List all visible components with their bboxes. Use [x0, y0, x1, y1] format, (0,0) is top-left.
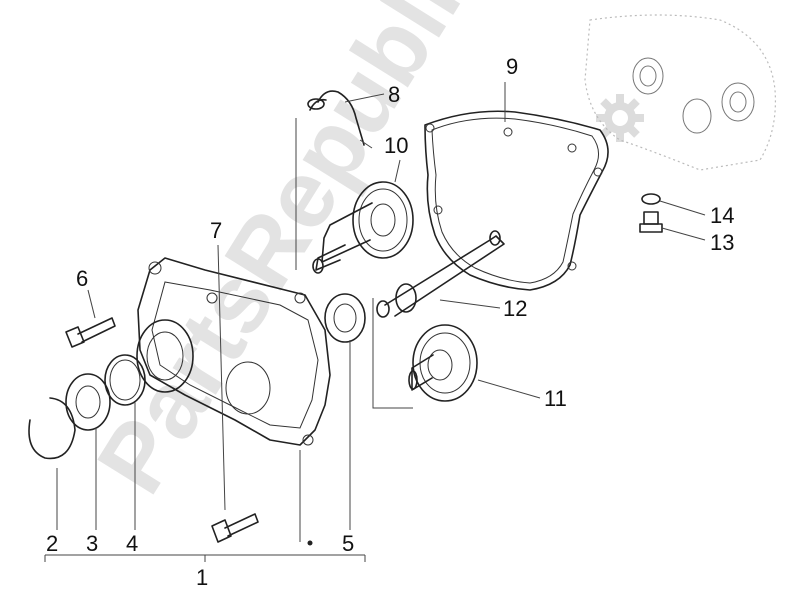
circlip-part-2 [28, 397, 76, 460]
gear-watermark-icon [596, 94, 644, 142]
breather-hose-part-8 [307, 90, 373, 149]
transmission-cover-housing [136, 257, 331, 446]
bearing-part-5 [324, 293, 366, 343]
bolt-part-7 [211, 513, 259, 543]
drain-plug-part-13 [639, 211, 663, 233]
callout-2: 2 [46, 531, 58, 556]
bolt-part-6 [65, 317, 116, 348]
callout-13: 13 [710, 230, 734, 255]
leader-lines [44, 82, 706, 562]
callout-7: 7 [210, 218, 222, 243]
callout-9: 9 [506, 54, 518, 79]
gear-shaft-part-10 [312, 181, 414, 274]
callout-1: 1 [196, 565, 208, 590]
callout-dot [307, 540, 313, 546]
callout-10: 10 [384, 133, 408, 158]
seal-part-4 [104, 354, 146, 406]
gasket-part-9 [424, 110, 609, 291]
callout-14: 14 [710, 203, 734, 228]
callout-12: 12 [503, 296, 527, 321]
callout-8: 8 [388, 82, 400, 107]
callout-11: 11 [544, 386, 567, 411]
callout-6: 6 [76, 266, 88, 291]
shaft-part-12 [376, 230, 505, 318]
watermark: PartsRepublik [77, 0, 510, 511]
washer-part-14 [641, 193, 661, 205]
bearing-part-3 [65, 373, 111, 431]
engine-case-ghost [584, 14, 777, 171]
callout-5: 5 [342, 531, 354, 556]
gear-part-11 [408, 324, 478, 402]
callout-3: 3 [86, 531, 98, 556]
callout-4: 4 [126, 531, 138, 556]
